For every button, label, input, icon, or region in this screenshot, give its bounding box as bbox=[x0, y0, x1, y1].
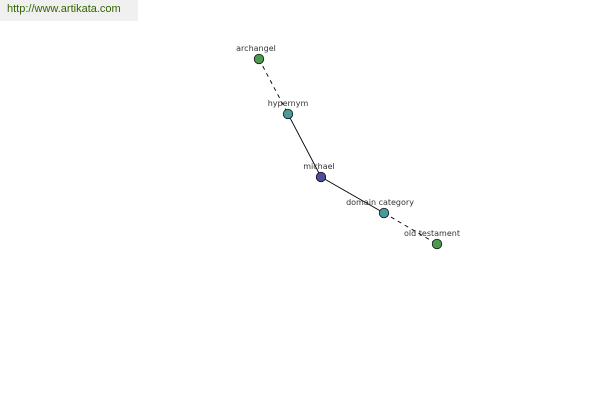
node-label-hypernym: hypernym bbox=[268, 99, 309, 108]
node-domain-category[interactable] bbox=[378, 207, 390, 219]
node-label-old-testament: old testament bbox=[404, 229, 460, 238]
node-label-michael: michael bbox=[303, 162, 335, 171]
node-michael[interactable] bbox=[315, 171, 327, 183]
edge-archangel-hypernym bbox=[258, 58, 289, 115]
url-banner[interactable]: http://www.artikata.com bbox=[0, 0, 138, 21]
node-label-archangel: archangel bbox=[236, 44, 276, 53]
url-link-text[interactable]: http://www.artikata.com bbox=[7, 3, 121, 15]
node-archangel[interactable] bbox=[253, 53, 265, 65]
edges-layer bbox=[258, 58, 438, 245]
edge-hypernym-michael bbox=[287, 113, 322, 178]
node-hypernym[interactable] bbox=[282, 108, 294, 120]
edge-domain-category-old-testament bbox=[383, 212, 438, 245]
node-label-domain-category: domain category bbox=[346, 198, 414, 207]
nodes-layer bbox=[253, 53, 443, 250]
node-old-testament[interactable] bbox=[431, 238, 443, 250]
labels-layer: archangel hypernym michael domain catego… bbox=[236, 44, 460, 238]
edge-michael-domain-category bbox=[320, 176, 385, 214]
